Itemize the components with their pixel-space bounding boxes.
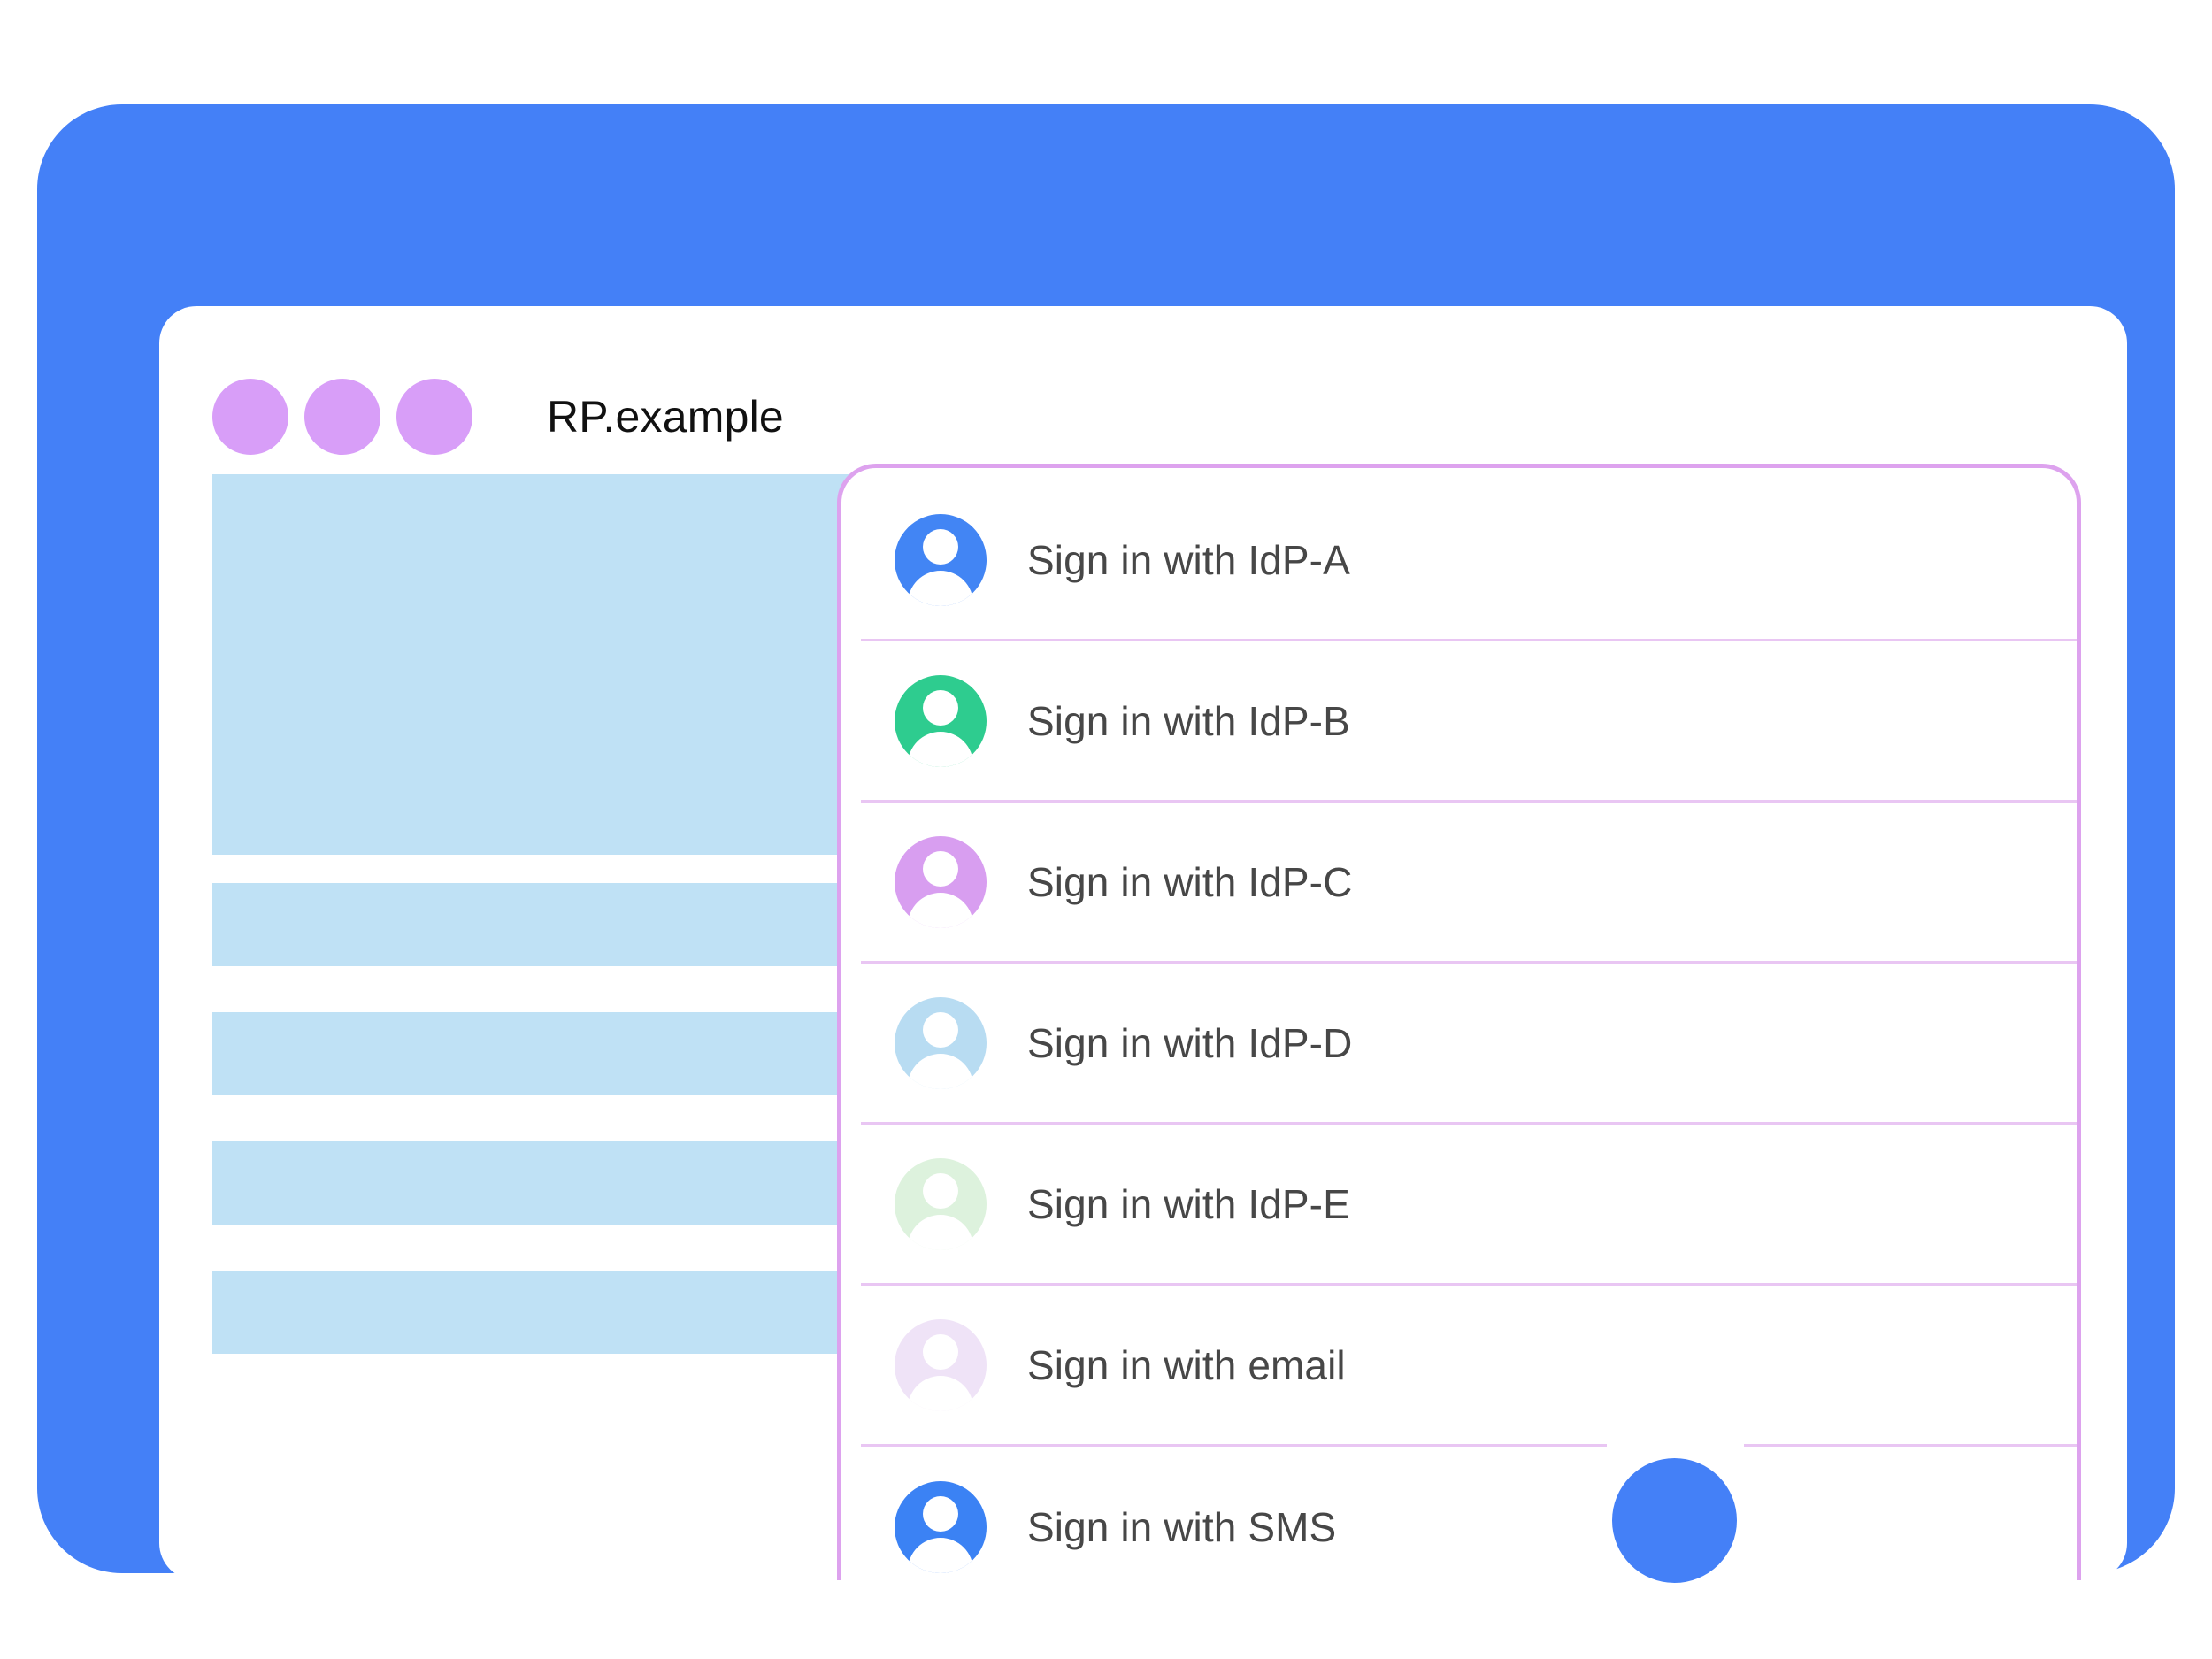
account-label: Sign in with IdP-E (1027, 1180, 1350, 1227)
window-dot-1[interactable] (212, 379, 288, 455)
account-row[interactable]: Sign in with IdP-D (861, 964, 2077, 1125)
account-label: Sign in with email (1027, 1341, 1346, 1388)
account-row[interactable]: Sign in with IdP-B (861, 641, 2077, 803)
account-label: Sign in with IdP-A (1027, 536, 1350, 583)
bezel-gap-right (1737, 1476, 1774, 1506)
account-row[interactable]: Sign in with IdP-A (861, 480, 2077, 641)
user-avatar-icon (895, 1481, 987, 1573)
account-label: Sign in with IdP-D (1027, 1019, 1353, 1066)
account-chooser-panel: Sign in with IdP-A Sign in with IdP-B Si… (837, 464, 2081, 1580)
window-dot-3[interactable] (396, 379, 472, 455)
account-row[interactable]: Sign in with email (861, 1286, 2077, 1447)
account-row[interactable]: Sign in with IdP-C (861, 803, 2077, 964)
user-avatar-icon (895, 1318, 987, 1411)
user-avatar-icon (895, 674, 987, 767)
user-avatar-icon (895, 835, 987, 928)
page-title: RP.example (547, 392, 784, 442)
device-bezel: RP.example Sign in w (37, 104, 2175, 1580)
home-button[interactable] (1612, 1458, 1737, 1583)
title-bar: RP.example (212, 379, 784, 455)
account-label: Sign in with IdP-B (1027, 697, 1350, 744)
user-avatar-icon (895, 996, 987, 1089)
browser-screen: RP.example Sign in w (159, 306, 2127, 1580)
window-dot-2[interactable] (304, 379, 380, 455)
account-row[interactable]: Sign in with IdP-E (861, 1125, 2077, 1286)
account-label: Sign in with SMS (1027, 1504, 1337, 1550)
account-label: Sign in with IdP-C (1027, 858, 1353, 905)
account-row[interactable]: Sign in with SMS (861, 1447, 2077, 1580)
user-avatar-icon (895, 513, 987, 606)
home-button-mask (1607, 1416, 1744, 1462)
user-avatar-icon (895, 1157, 987, 1250)
bezel-gap-left (1575, 1476, 1612, 1506)
